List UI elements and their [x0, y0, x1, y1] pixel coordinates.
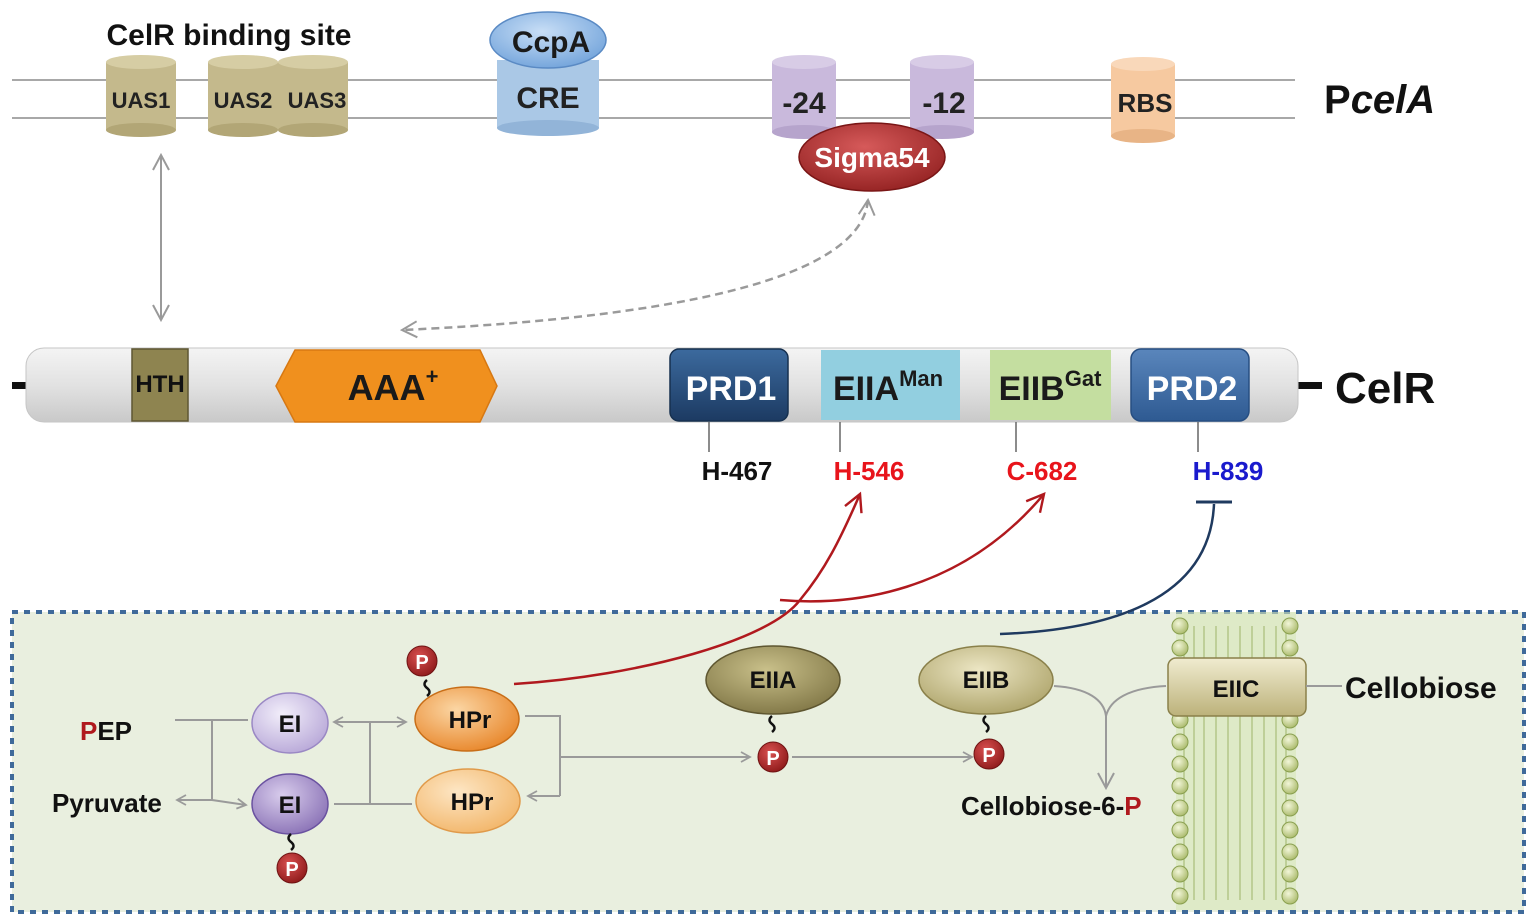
phosphate-hpr: P	[406, 645, 438, 677]
cellobiose-6p-label: Cellobiose-6-P	[961, 791, 1142, 821]
phosphate-eiia-label: P	[766, 748, 779, 770]
hth-label: HTH	[135, 371, 184, 398]
site-h839: H-839	[1193, 456, 1264, 486]
prd2-label: PRD2	[1147, 370, 1238, 408]
phosphate-ei: P	[276, 852, 308, 884]
eiib-gat-label: EIIBGat	[999, 366, 1102, 408]
minus12-box: -12	[910, 55, 974, 139]
hpr-label-2: HPr	[451, 789, 494, 816]
ei-protein-phosphorylated: EI	[251, 773, 329, 835]
ccpa-label: CcpA	[512, 26, 590, 59]
site-c682: C-682	[1007, 456, 1078, 486]
pep-ei-connector	[175, 719, 248, 810]
hth-domain: HTH	[131, 348, 189, 422]
pcela-label: PcelA	[1324, 78, 1435, 122]
eiic-protein: EIIC	[1167, 657, 1307, 717]
minus24-box: -24	[772, 55, 836, 139]
celr-n-terminus	[12, 382, 26, 389]
celr-c-terminus	[1298, 382, 1322, 389]
eiia-man-label: EIIAMan	[833, 366, 943, 408]
uas1-label: UAS1	[112, 88, 171, 113]
uas1-cylinder: UAS1	[106, 55, 176, 137]
ei-protein-unphosphorylated: EI	[251, 692, 329, 754]
pep-label: PEP	[80, 716, 132, 746]
ei-hpr-connector	[332, 716, 412, 805]
prd1-label: PRD1	[686, 370, 777, 408]
cell-membrane	[1171, 612, 1299, 910]
minus24-label: -24	[782, 87, 826, 120]
site-h546: H-546	[834, 456, 905, 486]
rbs-label: RBS	[1118, 88, 1173, 118]
phosphate-eiia: P	[757, 741, 789, 773]
hpr-label-1: HPr	[449, 707, 492, 734]
phosphate-hpr-label: P	[415, 652, 428, 674]
ei-label-1: EI	[279, 711, 302, 738]
aaa-sigma54-dashed-arrow	[399, 197, 876, 339]
eiib-gat-domain: EIIBGat	[990, 350, 1111, 420]
ei-label-2: EI	[279, 792, 302, 819]
cellobiose-6p-connector	[1053, 685, 1167, 791]
hpr-to-h546-arrow	[513, 491, 863, 686]
eiia-label: EIIA	[750, 667, 797, 694]
cre-cylinder: CRE	[497, 60, 599, 136]
celr-label: CelR	[1335, 364, 1435, 413]
phosphate-linkers	[287, 679, 990, 851]
eiib-inhibits-h839	[999, 503, 1216, 636]
eiia-protein: EIIA	[705, 645, 841, 715]
site-h467: H-467	[702, 456, 773, 486]
aaa-domain: AAA+	[275, 349, 498, 423]
binding-site-title: CelR binding site	[106, 19, 351, 52]
sigma54-label: Sigma54	[814, 142, 930, 173]
aaa-label: AAA+	[348, 364, 439, 408]
phosphate-eiib: P	[973, 738, 1005, 770]
hpr-protein-phosphorylated: HPr	[414, 686, 520, 752]
pyruvate-label: Pyruvate	[52, 788, 162, 818]
promoter-region: CelR binding site UAS1 UAS2 UAS3 CRE	[12, 11, 1435, 192]
rbs-box: RBS	[1111, 57, 1175, 143]
cellobiose-label: Cellobiose	[1345, 672, 1497, 705]
sigma54-protein: Sigma54	[798, 122, 946, 192]
phosphate-ei-label: P	[285, 859, 298, 881]
hpr-protein-unphosphorylated: HPr	[415, 768, 521, 834]
minus12-label: -12	[922, 87, 965, 120]
phosphate-eiib-label: P	[982, 745, 995, 767]
eiic-label: EIIC	[1213, 676, 1260, 703]
uas2-label: UAS2	[214, 88, 273, 113]
uas2-cylinder: UAS2	[208, 55, 278, 137]
uas3-cylinder: UAS3	[278, 55, 348, 137]
uas3-label: UAS3	[288, 88, 347, 113]
eiia-man-domain: EIIAMan	[821, 350, 960, 420]
eiib-protein: EIIB	[918, 645, 1054, 715]
cre-label: CRE	[516, 82, 579, 115]
prd1-domain: PRD1	[669, 348, 789, 422]
hpr-eiia-connector	[525, 715, 974, 802]
eiia-to-c682-arrow	[779, 492, 1046, 603]
eiib-label: EIIB	[963, 667, 1010, 694]
celr-protein: HTH AAA+ PRD1 EIIAMan EIIBGat PRD2 CelR	[12, 347, 1435, 486]
ccpa-protein: CcpA	[489, 11, 607, 69]
prd2-domain: PRD2	[1130, 348, 1250, 422]
